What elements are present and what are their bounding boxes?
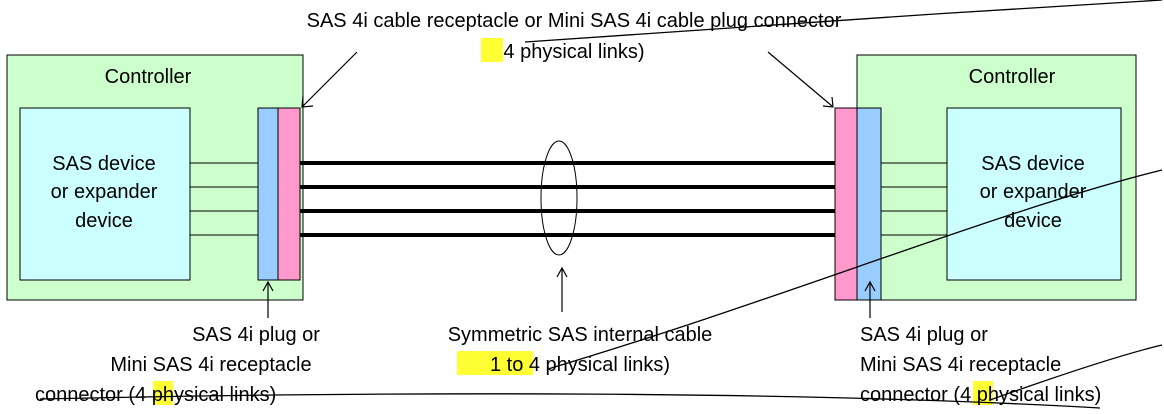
left-device-label-line3: device	[75, 210, 133, 232]
cable-links	[300, 161, 835, 237]
left-receptacle-connector	[277, 107, 301, 281]
left-device-label-line2: or expander	[51, 181, 158, 203]
right-plug-connector	[856, 107, 882, 301]
right-device-box	[946, 107, 1122, 281]
right-device-label-line2: or expander	[980, 181, 1087, 203]
bottom-right-label-line1: SAS 4i plug or	[860, 324, 988, 346]
top-label-line2: 4 physical links)	[503, 41, 644, 63]
right-device-label-line1: SAS device	[981, 153, 1084, 175]
left-controller-title: Controller	[105, 66, 192, 88]
bottom-left-label-highlight	[153, 381, 173, 405]
bottom-left-label-line1: SAS 4i plug or	[192, 324, 320, 346]
bottom-right-label-line2: Mini SAS 4i receptacle	[860, 354, 1061, 376]
bottom-left-label-line3: connector (4 physical links)	[35, 384, 276, 406]
left-plug-connector	[257, 107, 279, 281]
bottom-center-label-line2: 1 to 4 physical links)	[490, 354, 670, 376]
overlay-strike-lines	[39, 0, 1163, 409]
right-controller-title: Controller	[969, 66, 1056, 88]
top-label-highlight	[481, 38, 503, 62]
bottom-right-label-highlight	[973, 381, 993, 405]
pointer-lines	[262, 51, 876, 318]
top-label-line1: SAS 4i cable receptacle or Mini SAS 4i c…	[307, 10, 842, 32]
bottom-center-label-highlight	[457, 351, 533, 375]
cable-bundle-ellipse	[540, 140, 578, 256]
bottom-left-label-line2: Mini SAS 4i receptacle	[110, 354, 311, 376]
right-internal-links	[881, 162, 947, 236]
left-internal-links	[190, 162, 258, 236]
bottom-center-label-line1: Symmetric SAS internal cable	[448, 324, 713, 346]
left-device-box	[19, 107, 191, 281]
left-device-label-line1: SAS device	[52, 153, 155, 175]
right-device-label-line3: device	[1004, 210, 1062, 232]
